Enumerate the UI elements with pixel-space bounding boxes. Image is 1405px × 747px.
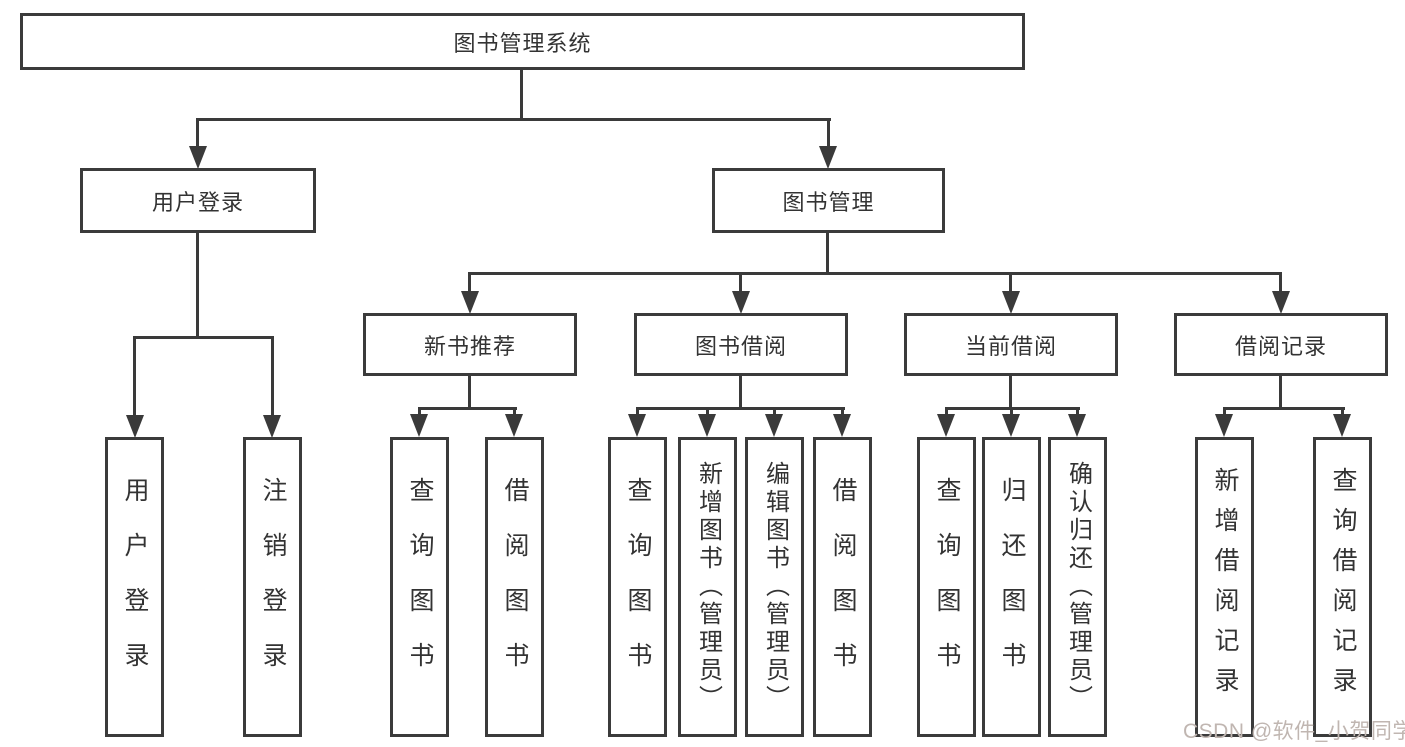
node-book-management: 图书管理 bbox=[712, 168, 945, 233]
node-current-borrowing-label: 当前借阅 bbox=[964, 333, 1057, 359]
connector-line bbox=[1010, 407, 1013, 419]
node-book-management-label: 图书管理 bbox=[782, 189, 875, 215]
arrow-down-icon bbox=[819, 146, 837, 169]
leaf-query-books-1: 查询图书 bbox=[390, 437, 449, 737]
leaf-logout: 注销登录 bbox=[243, 437, 302, 737]
leaf-borrow-books-1-label: 借阅图书 bbox=[501, 477, 529, 697]
leaf-edit-book-admin-label: 编辑图书（管理员） bbox=[761, 461, 789, 713]
node-user-login-label: 用户登录 bbox=[151, 189, 244, 215]
leaf-query-books-2-label: 查询图书 bbox=[624, 477, 652, 697]
arrow-down-icon bbox=[1333, 414, 1351, 437]
connector-line bbox=[271, 336, 274, 418]
node-new-book-recommend-label: 新书推荐 bbox=[423, 333, 516, 359]
connector-line bbox=[1076, 407, 1079, 419]
connector-line bbox=[827, 118, 830, 148]
connector-line bbox=[739, 272, 742, 294]
leaf-confirm-return-admin-label: 确认归还（管理员） bbox=[1064, 461, 1092, 713]
connector-line bbox=[1341, 407, 1344, 419]
connector-line bbox=[1279, 376, 1282, 410]
arrow-down-icon bbox=[628, 414, 646, 437]
leaf-user-login-label: 用户登录 bbox=[121, 477, 149, 697]
node-root-label: 图书管理系统 bbox=[453, 30, 592, 56]
leaf-return-books-label: 归还图书 bbox=[998, 477, 1026, 697]
leaf-query-books-3: 查询图书 bbox=[917, 437, 976, 737]
connector-line bbox=[636, 407, 639, 419]
connector-line bbox=[468, 272, 1282, 275]
connector-line bbox=[418, 407, 517, 410]
arrow-down-icon bbox=[732, 291, 750, 314]
arrow-down-icon bbox=[1002, 414, 1020, 437]
arrow-down-icon bbox=[263, 415, 281, 438]
connector-line bbox=[468, 272, 471, 294]
arrow-down-icon bbox=[765, 414, 783, 437]
node-borrow-records: 借阅记录 bbox=[1174, 313, 1388, 376]
arrow-down-icon bbox=[1215, 414, 1233, 437]
connector-line bbox=[945, 407, 948, 419]
node-new-book-recommend: 新书推荐 bbox=[363, 313, 577, 376]
leaf-return-books: 归还图书 bbox=[982, 437, 1041, 737]
connector-line bbox=[133, 336, 136, 418]
connector-line bbox=[468, 376, 471, 410]
leaf-add-book-admin-label: 新增图书（管理员） bbox=[694, 461, 722, 713]
leaf-borrow-books-1: 借阅图书 bbox=[485, 437, 544, 737]
node-book-borrowing-label: 图书借阅 bbox=[694, 333, 787, 359]
connector-line bbox=[1223, 407, 1226, 419]
arrow-down-icon bbox=[189, 146, 207, 169]
connector-line bbox=[1009, 272, 1012, 294]
connector-line bbox=[418, 407, 421, 419]
leaf-borrow-books-2-label: 借阅图书 bbox=[829, 477, 857, 697]
arrow-down-icon bbox=[1272, 291, 1290, 314]
connector-line bbox=[196, 118, 199, 148]
connector-line bbox=[706, 407, 709, 419]
connector-line bbox=[636, 407, 845, 410]
leaf-query-books-2: 查询图书 bbox=[608, 437, 667, 737]
connector-line bbox=[513, 407, 516, 419]
node-borrow-records-label: 借阅记录 bbox=[1234, 333, 1327, 359]
arrow-down-icon bbox=[505, 414, 523, 437]
leaf-query-borrow-record: 查询借阅记录 bbox=[1313, 437, 1372, 737]
connector-line bbox=[1009, 376, 1012, 410]
connector-line bbox=[133, 336, 274, 339]
node-user-login: 用户登录 bbox=[80, 168, 316, 233]
arrow-down-icon bbox=[461, 291, 479, 314]
connector-line bbox=[739, 376, 742, 410]
connector-line bbox=[841, 407, 844, 419]
leaf-logout-label: 注销登录 bbox=[259, 477, 287, 697]
arrow-down-icon bbox=[937, 414, 955, 437]
leaf-add-borrow-record-label: 新增借阅记录 bbox=[1211, 467, 1239, 707]
connector-line bbox=[773, 407, 776, 419]
arrow-down-icon bbox=[833, 414, 851, 437]
watermark: CSDN @软件_小贺同学 bbox=[1183, 720, 1405, 743]
connector-line bbox=[196, 233, 199, 338]
arrow-down-icon bbox=[410, 414, 428, 437]
arrow-down-icon bbox=[1002, 291, 1020, 314]
arrow-down-icon bbox=[126, 415, 144, 438]
leaf-add-book-admin: 新增图书（管理员） bbox=[678, 437, 737, 737]
connector-line bbox=[1223, 407, 1345, 410]
leaf-confirm-return-admin: 确认归还（管理员） bbox=[1048, 437, 1107, 737]
node-book-borrowing: 图书借阅 bbox=[634, 313, 848, 376]
leaf-user-login: 用户登录 bbox=[105, 437, 164, 737]
arrow-down-icon bbox=[1068, 414, 1086, 437]
node-current-borrowing: 当前借阅 bbox=[904, 313, 1118, 376]
leaf-query-borrow-record-label: 查询借阅记录 bbox=[1329, 467, 1357, 707]
node-root: 图书管理系统 bbox=[20, 13, 1025, 70]
leaf-borrow-books-2: 借阅图书 bbox=[813, 437, 872, 737]
leaf-query-books-1-label: 查询图书 bbox=[406, 477, 434, 697]
connector-line bbox=[826, 233, 829, 275]
leaf-add-borrow-record: 新增借阅记录 bbox=[1195, 437, 1254, 737]
connector-line bbox=[1279, 272, 1282, 294]
arrow-down-icon bbox=[698, 414, 716, 437]
leaf-query-books-3-label: 查询图书 bbox=[933, 477, 961, 697]
leaf-edit-book-admin: 编辑图书（管理员） bbox=[745, 437, 804, 737]
connector-line bbox=[520, 68, 523, 121]
connector-line bbox=[196, 118, 831, 121]
